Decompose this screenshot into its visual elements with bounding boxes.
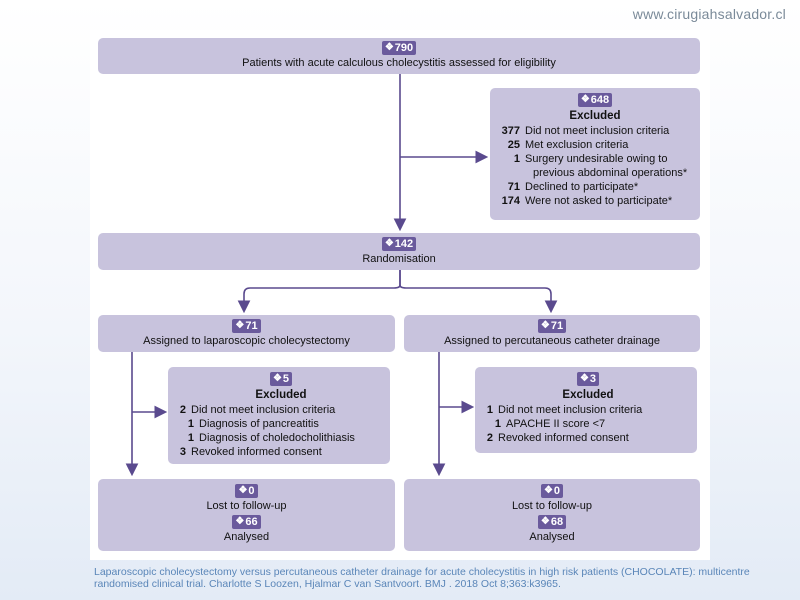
assessed-box: ❖ 790 Patients with acute calculous chol…	[98, 38, 700, 74]
excluded-main-box: ❖ 648 Excluded 377 Did not meet inclusio…	[490, 88, 700, 220]
person-icon: ❖	[238, 485, 248, 496]
assessed-label: Patients with acute calculous cholecysti…	[242, 57, 556, 69]
count-badge: ❖ 68	[537, 515, 567, 529]
lost-label: Lost to follow-up	[511, 500, 593, 512]
count-badge: ❖ 3	[576, 372, 600, 386]
randomisation-box: ❖ 142 Randomisation	[98, 233, 700, 270]
arrow-split-right	[399, 270, 558, 314]
count-value: 68	[550, 516, 564, 528]
count-badge: ❖ 0	[235, 484, 258, 498]
exclusion-row: 2 Did not meet inclusion criteria	[179, 404, 336, 416]
person-icon: ❖	[579, 373, 589, 384]
count-value: 66	[245, 516, 258, 528]
flowchart-panel: ❖ 790 Patients with acute calculous chol…	[90, 30, 710, 560]
count-value: 142	[394, 238, 414, 250]
person-icon: ❖	[540, 516, 550, 527]
outcome-left-box: ❖ 0 Lost to follow-up ❖ 66 Analysed	[98, 479, 395, 551]
connector-arrows	[125, 74, 558, 477]
person-icon: ❖	[235, 320, 245, 331]
citation-line-1: Laparoscopic cholecystectomy versus perc…	[94, 566, 750, 578]
person-icon: ❖	[272, 373, 282, 384]
count-value: 71	[550, 320, 564, 332]
exclusion-row: 2 Revoked informed consent	[486, 432, 629, 444]
excluded-heading: Excluded	[562, 389, 614, 401]
excluded-heading: Excluded	[569, 110, 621, 122]
lost-label: Lost to follow-up	[206, 500, 287, 512]
assigned-percutaneous-box: ❖ 71 Assigned to percutaneous catheter d…	[404, 315, 700, 352]
assigned-label: Assigned to laparoscopic cholecystectomy	[143, 335, 350, 347]
exclusion-subrow: 1 APACHE II score <7	[494, 418, 606, 430]
count-badge: ❖ 71	[537, 319, 567, 333]
count-badge: ❖ 0	[540, 484, 564, 498]
exclusion-row: 3 Revoked informed consent	[179, 446, 322, 458]
exclusion-row: 377 Did not meet inclusion criteria	[501, 125, 670, 137]
count-value: 71	[245, 320, 258, 332]
analysed-label: Analysed	[223, 531, 270, 543]
count-value: 0	[553, 485, 561, 497]
exclusion-row: 25 Met exclusion criteria	[507, 139, 629, 151]
exclusion-subrow: 1 Diagnosis of pancreatitis	[187, 418, 319, 430]
person-icon: ❖	[384, 238, 394, 249]
arrow-split-left	[237, 270, 401, 314]
count-value: 0	[248, 485, 255, 497]
count-badge: ❖ 142	[381, 237, 417, 251]
analysed-label: Analysed	[529, 531, 575, 543]
watermark-url: www.cirugiahsalvador.cl	[632, 6, 786, 22]
count-value: 648	[590, 94, 610, 106]
citation-footer: Laparoscopic cholecystectomy versus perc…	[94, 566, 754, 590]
count-badge: ❖ 648	[577, 93, 613, 107]
person-icon: ❖	[543, 485, 553, 496]
count-badge: ❖ 71	[232, 319, 261, 333]
excluded-left-box: ❖ 5 Excluded 2 Did not meet inclusion cr…	[168, 367, 390, 464]
count-badge: ❖ 790	[381, 41, 417, 55]
count-badge: ❖ 5	[269, 372, 293, 386]
exclusion-row: 174 Were not asked to participate*	[501, 195, 673, 207]
citation-line-2: randomised clinical trial. Charlotte S L…	[94, 578, 561, 590]
exclusion-row: 71 Declined to participate*	[507, 181, 639, 193]
exclusion-subrow: 1 Diagnosis of choledocholithiasis	[187, 432, 355, 444]
person-icon: ❖	[540, 320, 550, 331]
count-value: 5	[282, 373, 290, 385]
excluded-heading: Excluded	[255, 389, 307, 401]
person-icon: ❖	[235, 516, 245, 527]
exclusion-row: 1 Did not meet inclusion criteria	[486, 404, 643, 416]
count-value: 3	[589, 373, 597, 385]
excluded-right-box: ❖ 3 Excluded 1 Did not meet inclusion cr…	[475, 367, 697, 453]
count-badge: ❖ 66	[232, 515, 261, 529]
randomisation-label: Randomisation	[362, 253, 436, 265]
person-icon: ❖	[384, 42, 394, 53]
count-value: 790	[394, 42, 414, 54]
assigned-laparoscopic-box: ❖ 71 Assigned to laparoscopic cholecyste…	[98, 315, 395, 352]
person-icon: ❖	[580, 94, 590, 105]
assigned-label: Assigned to percutaneous catheter draina…	[444, 335, 660, 347]
exclusion-row: 1 Surgery undesirable owing to	[513, 153, 668, 165]
outcome-right-box: ❖ 0 Lost to follow-up ❖ 68 Analysed	[404, 479, 700, 551]
exclusion-row-continued: previous abdominal operations*	[533, 167, 688, 179]
